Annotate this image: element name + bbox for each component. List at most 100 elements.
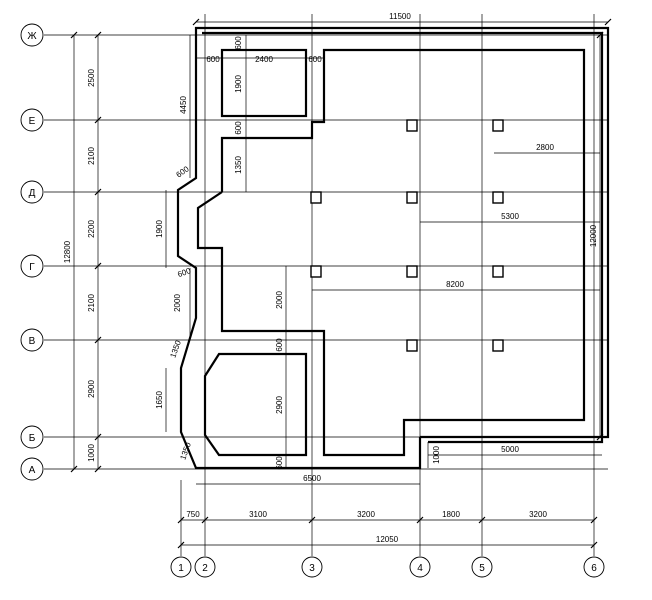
column-bubbles: 1 2 3 4 5 6 [170, 556, 605, 578]
axis-label-col: 2 [202, 563, 208, 574]
dim-text: 600 [308, 55, 322, 64]
tick [604, 18, 612, 26]
dim-text: 3200 [357, 510, 375, 519]
tick [70, 465, 78, 473]
axis-label-row: Б [29, 433, 36, 444]
column [492, 119, 504, 132]
tick [308, 516, 316, 524]
dim-text: 1800 [442, 510, 460, 519]
dim-text: 2900 [87, 380, 96, 398]
tick [596, 31, 604, 39]
tick [94, 465, 102, 473]
dim-text: 2400 [255, 55, 273, 64]
tick [590, 516, 598, 524]
dimension-ticks [70, 18, 612, 549]
dimension-lines [73, 21, 608, 546]
dim-text-left-total: 12800 [63, 240, 72, 263]
dim-text: 6500 [303, 474, 321, 483]
dim-text: 2000 [173, 294, 182, 312]
axis-bubble-col [301, 556, 323, 578]
axis-label-col: 3 [309, 563, 315, 574]
dim-text: 1000 [432, 446, 441, 464]
axis-label-row: Е [29, 116, 36, 127]
axis-label-row: Ж [27, 31, 37, 42]
dim-text: 8200 [446, 280, 464, 289]
dim-text: 1650 [155, 391, 164, 409]
dim-text-right-total: 12000 [589, 224, 598, 247]
axis-bubble-row [20, 108, 44, 132]
dim-text: 600 [206, 55, 220, 64]
dim-text: 2100 [87, 294, 96, 312]
axis-bubble-col [409, 556, 431, 578]
tick [596, 433, 604, 441]
dim-text: 1000 [87, 444, 96, 462]
dim-text-left-inner: 4450 [179, 96, 188, 114]
axis-bubble-row [20, 425, 44, 449]
axis-label-col: 5 [479, 563, 485, 574]
tick [70, 31, 78, 39]
dim-text: 1350 [234, 156, 243, 174]
dim-text: 600 [275, 456, 284, 470]
axis-bubble-row [20, 457, 44, 481]
column-axis-lines [180, 14, 595, 556]
axis-label-row: В [29, 336, 36, 347]
tick [94, 188, 102, 196]
dim-text: 600 [275, 338, 284, 352]
axis-bubble-row [20, 328, 44, 352]
room-top-left [220, 48, 308, 118]
dim-text: 5300 [501, 212, 519, 221]
dim-text-top-total: 11500 [389, 12, 411, 21]
column [406, 119, 418, 132]
outer-wall [176, 26, 610, 470]
column [406, 191, 418, 204]
dim-text: 1900 [155, 220, 164, 238]
axis-bubble-row [20, 254, 44, 278]
axis-bubble-row [20, 180, 44, 204]
column [492, 265, 504, 278]
tick [94, 336, 102, 344]
dim-text: 2900 [275, 396, 284, 414]
column [492, 191, 504, 204]
row-axis-lines [44, 34, 608, 470]
dim-text: 600 [176, 266, 192, 279]
outer-wall-outline [176, 26, 610, 470]
axis-bubble-row [20, 23, 44, 47]
axis-bubble-col [194, 556, 216, 578]
dim-text: 2800 [536, 143, 554, 152]
dim-text: 750 [186, 510, 200, 519]
dim-text: 600 [234, 121, 243, 135]
dim-text: 3200 [529, 510, 547, 519]
axis-label-row: А [29, 465, 36, 476]
dim-text: 2500 [87, 69, 96, 87]
column [492, 339, 504, 352]
dim-text: 2200 [87, 220, 96, 238]
dim-text: 1350 [168, 339, 183, 359]
outer-wall-inner-line [202, 31, 604, 444]
dim-text: 1900 [234, 75, 243, 93]
column [310, 265, 322, 278]
column [406, 339, 418, 352]
tick [94, 31, 102, 39]
inner-walls [196, 48, 586, 457]
axis-label-row: Д [29, 188, 36, 199]
tick [590, 541, 598, 549]
axis-bubble-col [471, 556, 493, 578]
dim-text-bottom-total: 12050 [376, 535, 399, 544]
dim-text: 2000 [275, 291, 284, 309]
room-bottom-left [203, 352, 308, 457]
tick [94, 433, 102, 441]
dim-text: 600 [175, 164, 192, 179]
column [406, 265, 418, 278]
dim-text: 2100 [87, 147, 96, 165]
tick [94, 262, 102, 270]
row-bubbles: Ж Е Д Г В Б А [20, 23, 44, 481]
axis-label-col: 6 [591, 563, 597, 574]
axis-label-row: Г [29, 262, 35, 273]
column [310, 191, 322, 204]
dim-text: 3100 [249, 510, 267, 519]
axis-bubble-col [170, 556, 192, 578]
main-room-wall [196, 48, 586, 457]
dim-text: 5000 [501, 445, 519, 454]
